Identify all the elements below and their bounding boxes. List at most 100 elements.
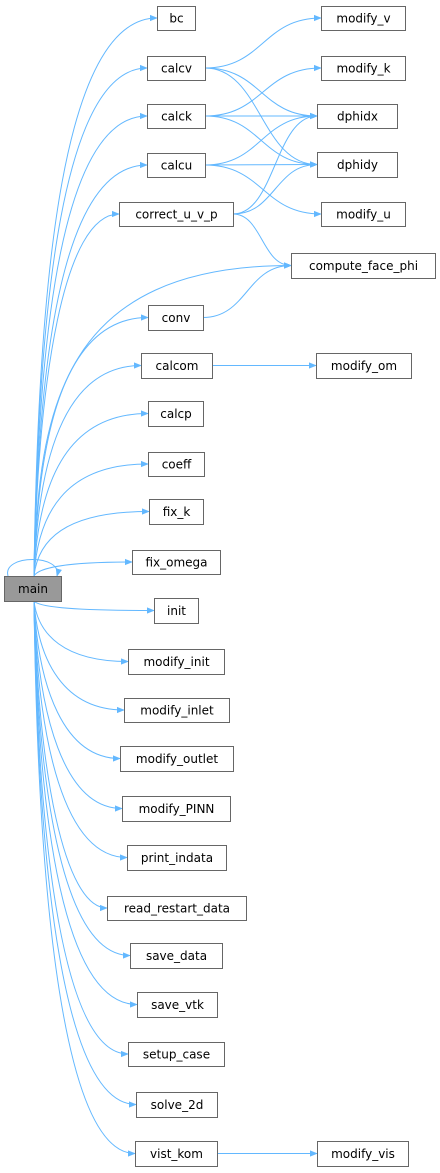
edge-main-to-setup_case (33, 600, 129, 1058)
node-label: calcp (160, 407, 192, 421)
node-main[interactable]: main (4, 576, 62, 602)
node-setup-case[interactable]: setup_case (128, 1042, 225, 1067)
node-box (291, 253, 436, 279)
node-box (147, 56, 206, 81)
node-modify-k[interactable]: modify_k (321, 56, 406, 81)
node-calcu[interactable]: calcu (147, 153, 206, 178)
node-calcom[interactable]: calcom (141, 353, 213, 379)
edge-conv-to-compute_face_phi (202, 262, 292, 318)
node-fix-omega[interactable]: fix_omega (132, 550, 221, 575)
node-box (132, 550, 221, 575)
node-label: fix_omega (145, 556, 207, 570)
node-box (147, 153, 206, 178)
node-box (124, 698, 230, 723)
node-modify-vis[interactable]: modify_vis (317, 1141, 409, 1167)
edge-main-to-main (7, 559, 62, 577)
node-label: save_data (146, 949, 207, 963)
node-box (321, 202, 406, 227)
node-label: compute_face_phi (309, 259, 418, 273)
edge-main-to-modify_outlet (33, 600, 121, 762)
node-calcv[interactable]: calcv (147, 56, 206, 81)
node-box (107, 896, 247, 921)
node-label: print_indata (141, 851, 213, 865)
edge-main-to-modify_PINN (33, 600, 123, 812)
node-vist-kom[interactable]: vist_kom (135, 1141, 218, 1167)
edge-correct_u_v_p-to-compute_face_phi (232, 213, 292, 269)
node-print-indata[interactable]: print_indata (127, 845, 227, 871)
node-read-restart-data[interactable]: read_restart_data (107, 896, 247, 921)
node-box (137, 992, 218, 1018)
node-box (127, 845, 227, 871)
edge-calcu-to-dphidx (204, 112, 318, 166)
node-box (128, 649, 225, 675)
node-modify-outlet[interactable]: modify_outlet (120, 746, 234, 772)
node-box (4, 576, 62, 602)
edge-calcu-to-dphidy (204, 161, 318, 168)
node-label: save_vtk (151, 998, 204, 1012)
node-save-data[interactable]: save_data (130, 943, 223, 969)
node-dphidy[interactable]: dphidy (317, 152, 398, 178)
node-init[interactable]: init (154, 598, 199, 624)
node-box (316, 353, 412, 379)
node-solve-2d[interactable]: solve_2d (136, 1092, 218, 1118)
node-label: calcu (161, 159, 193, 173)
node-label: modify_k (336, 62, 390, 76)
node-modify-PINN[interactable]: modify_PINN (122, 796, 231, 822)
node-box (321, 6, 406, 31)
node-modify-init[interactable]: modify_init (128, 649, 225, 675)
edge-main-to-fix_k (33, 508, 150, 577)
edge-main-to-read_restart_data (33, 600, 108, 912)
node-dphidx[interactable]: dphidx (317, 104, 398, 129)
edge-main-to-modify_init (33, 600, 129, 665)
node-calcp[interactable]: calcp (148, 401, 204, 427)
edge-main-to-modify_inlet (33, 600, 125, 714)
node-modify-v[interactable]: modify_v (321, 6, 406, 31)
node-modify-om[interactable]: modify_om (316, 353, 412, 379)
edge-main-to-fix_omega (33, 558, 133, 577)
node-label: dphidx (337, 110, 378, 124)
node-box (148, 452, 205, 477)
edge-layer (7, 14, 322, 1157)
node-label: solve_2d (151, 1098, 204, 1112)
edge-calcv-to-modify_v (204, 14, 322, 69)
node-box (136, 1092, 218, 1118)
node-fix-k[interactable]: fix_k (149, 499, 204, 525)
node-correct-u-v-p[interactable]: correct_u_v_p (119, 202, 234, 227)
node-save-vtk[interactable]: save_vtk (137, 992, 218, 1018)
edge-correct_u_v_p-to-dphidx (232, 112, 318, 215)
node-label: modify_outlet (136, 752, 218, 766)
edge-correct_u_v_p-to-dphidy (232, 161, 318, 215)
node-modify-inlet[interactable]: modify_inlet (124, 698, 230, 723)
node-label: calck (161, 110, 192, 124)
node-box (122, 796, 231, 822)
node-box (141, 353, 213, 379)
edge-main-to-print_indata (33, 600, 128, 861)
node-conv[interactable]: conv (148, 305, 204, 331)
node-box (154, 598, 199, 624)
node-box (148, 401, 204, 427)
node-label: calcv (161, 62, 192, 76)
edge-main-to-conv (33, 314, 149, 577)
node-calck[interactable]: calck (147, 104, 206, 129)
node-label: conv (162, 311, 191, 325)
node-label: fix_k (163, 505, 191, 519)
edge-main-to-coeff (33, 460, 149, 577)
node-compute-face-phi[interactable]: compute_face_phi (291, 253, 436, 279)
edge-main-to-calck (33, 112, 148, 577)
node-box (317, 1141, 409, 1167)
edge-main-to-init (33, 600, 155, 614)
node-box (135, 1141, 218, 1167)
node-coeff[interactable]: coeff (148, 452, 205, 477)
edge-main-to-save_data (33, 600, 131, 959)
node-label: setup_case (143, 1048, 210, 1062)
node-label: vist_kom (150, 1147, 203, 1161)
node-bc[interactable]: bc (157, 6, 196, 31)
node-box (128, 1042, 225, 1067)
node-box (147, 104, 206, 129)
edge-main-to-correct_u_v_p (33, 210, 120, 577)
edge-main-to-save_vtk (33, 600, 138, 1008)
edge-main-to-vist_kom (33, 600, 136, 1157)
node-label: bc (169, 12, 183, 26)
node-modify-u[interactable]: modify_u (321, 202, 406, 227)
node-label: coeff (162, 458, 192, 472)
